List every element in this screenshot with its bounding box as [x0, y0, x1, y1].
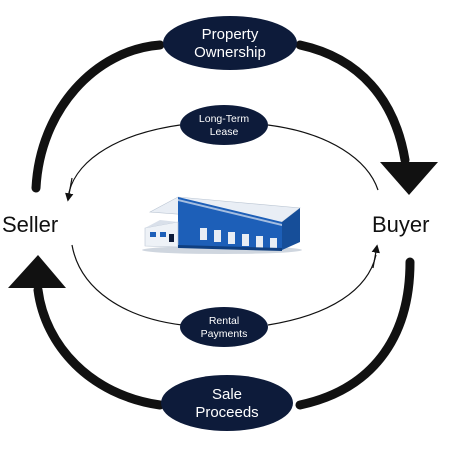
flow-sale-proceeds: Sale Proceeds	[161, 375, 293, 431]
property-ownership-line2: Ownership	[194, 44, 266, 61]
property-ownership-line1: Property	[202, 26, 259, 43]
flow-long-term-lease: Long-Term Lease	[180, 105, 268, 145]
outer-arc-bottom	[33, 257, 415, 410]
outer-arrowhead-left	[8, 255, 66, 288]
sale-proceeds-line1: Sale	[212, 386, 242, 403]
flow-rental-payments: Rental Payments	[180, 307, 268, 347]
inner-arc-bottom-head	[371, 244, 380, 269]
rental-payments-line1: Rental	[209, 315, 239, 327]
buyer-label: Buyer	[372, 212, 429, 237]
warehouse-building-illustration	[142, 196, 302, 254]
long-term-lease-line1: Long-Term	[199, 113, 249, 125]
flow-property-ownership: Property Ownership	[163, 16, 297, 70]
outer-arrowhead-right	[380, 162, 438, 195]
rental-payments-line2: Payments	[201, 328, 248, 340]
seller-label: Seller	[2, 212, 58, 237]
sale-proceeds-line2: Proceeds	[195, 404, 258, 421]
inner-arc-top-head	[65, 177, 74, 202]
outer-arc-top	[31, 40, 410, 193]
inner-arc-bottom	[71, 244, 377, 326]
long-term-lease-line2: Lease	[210, 126, 239, 138]
